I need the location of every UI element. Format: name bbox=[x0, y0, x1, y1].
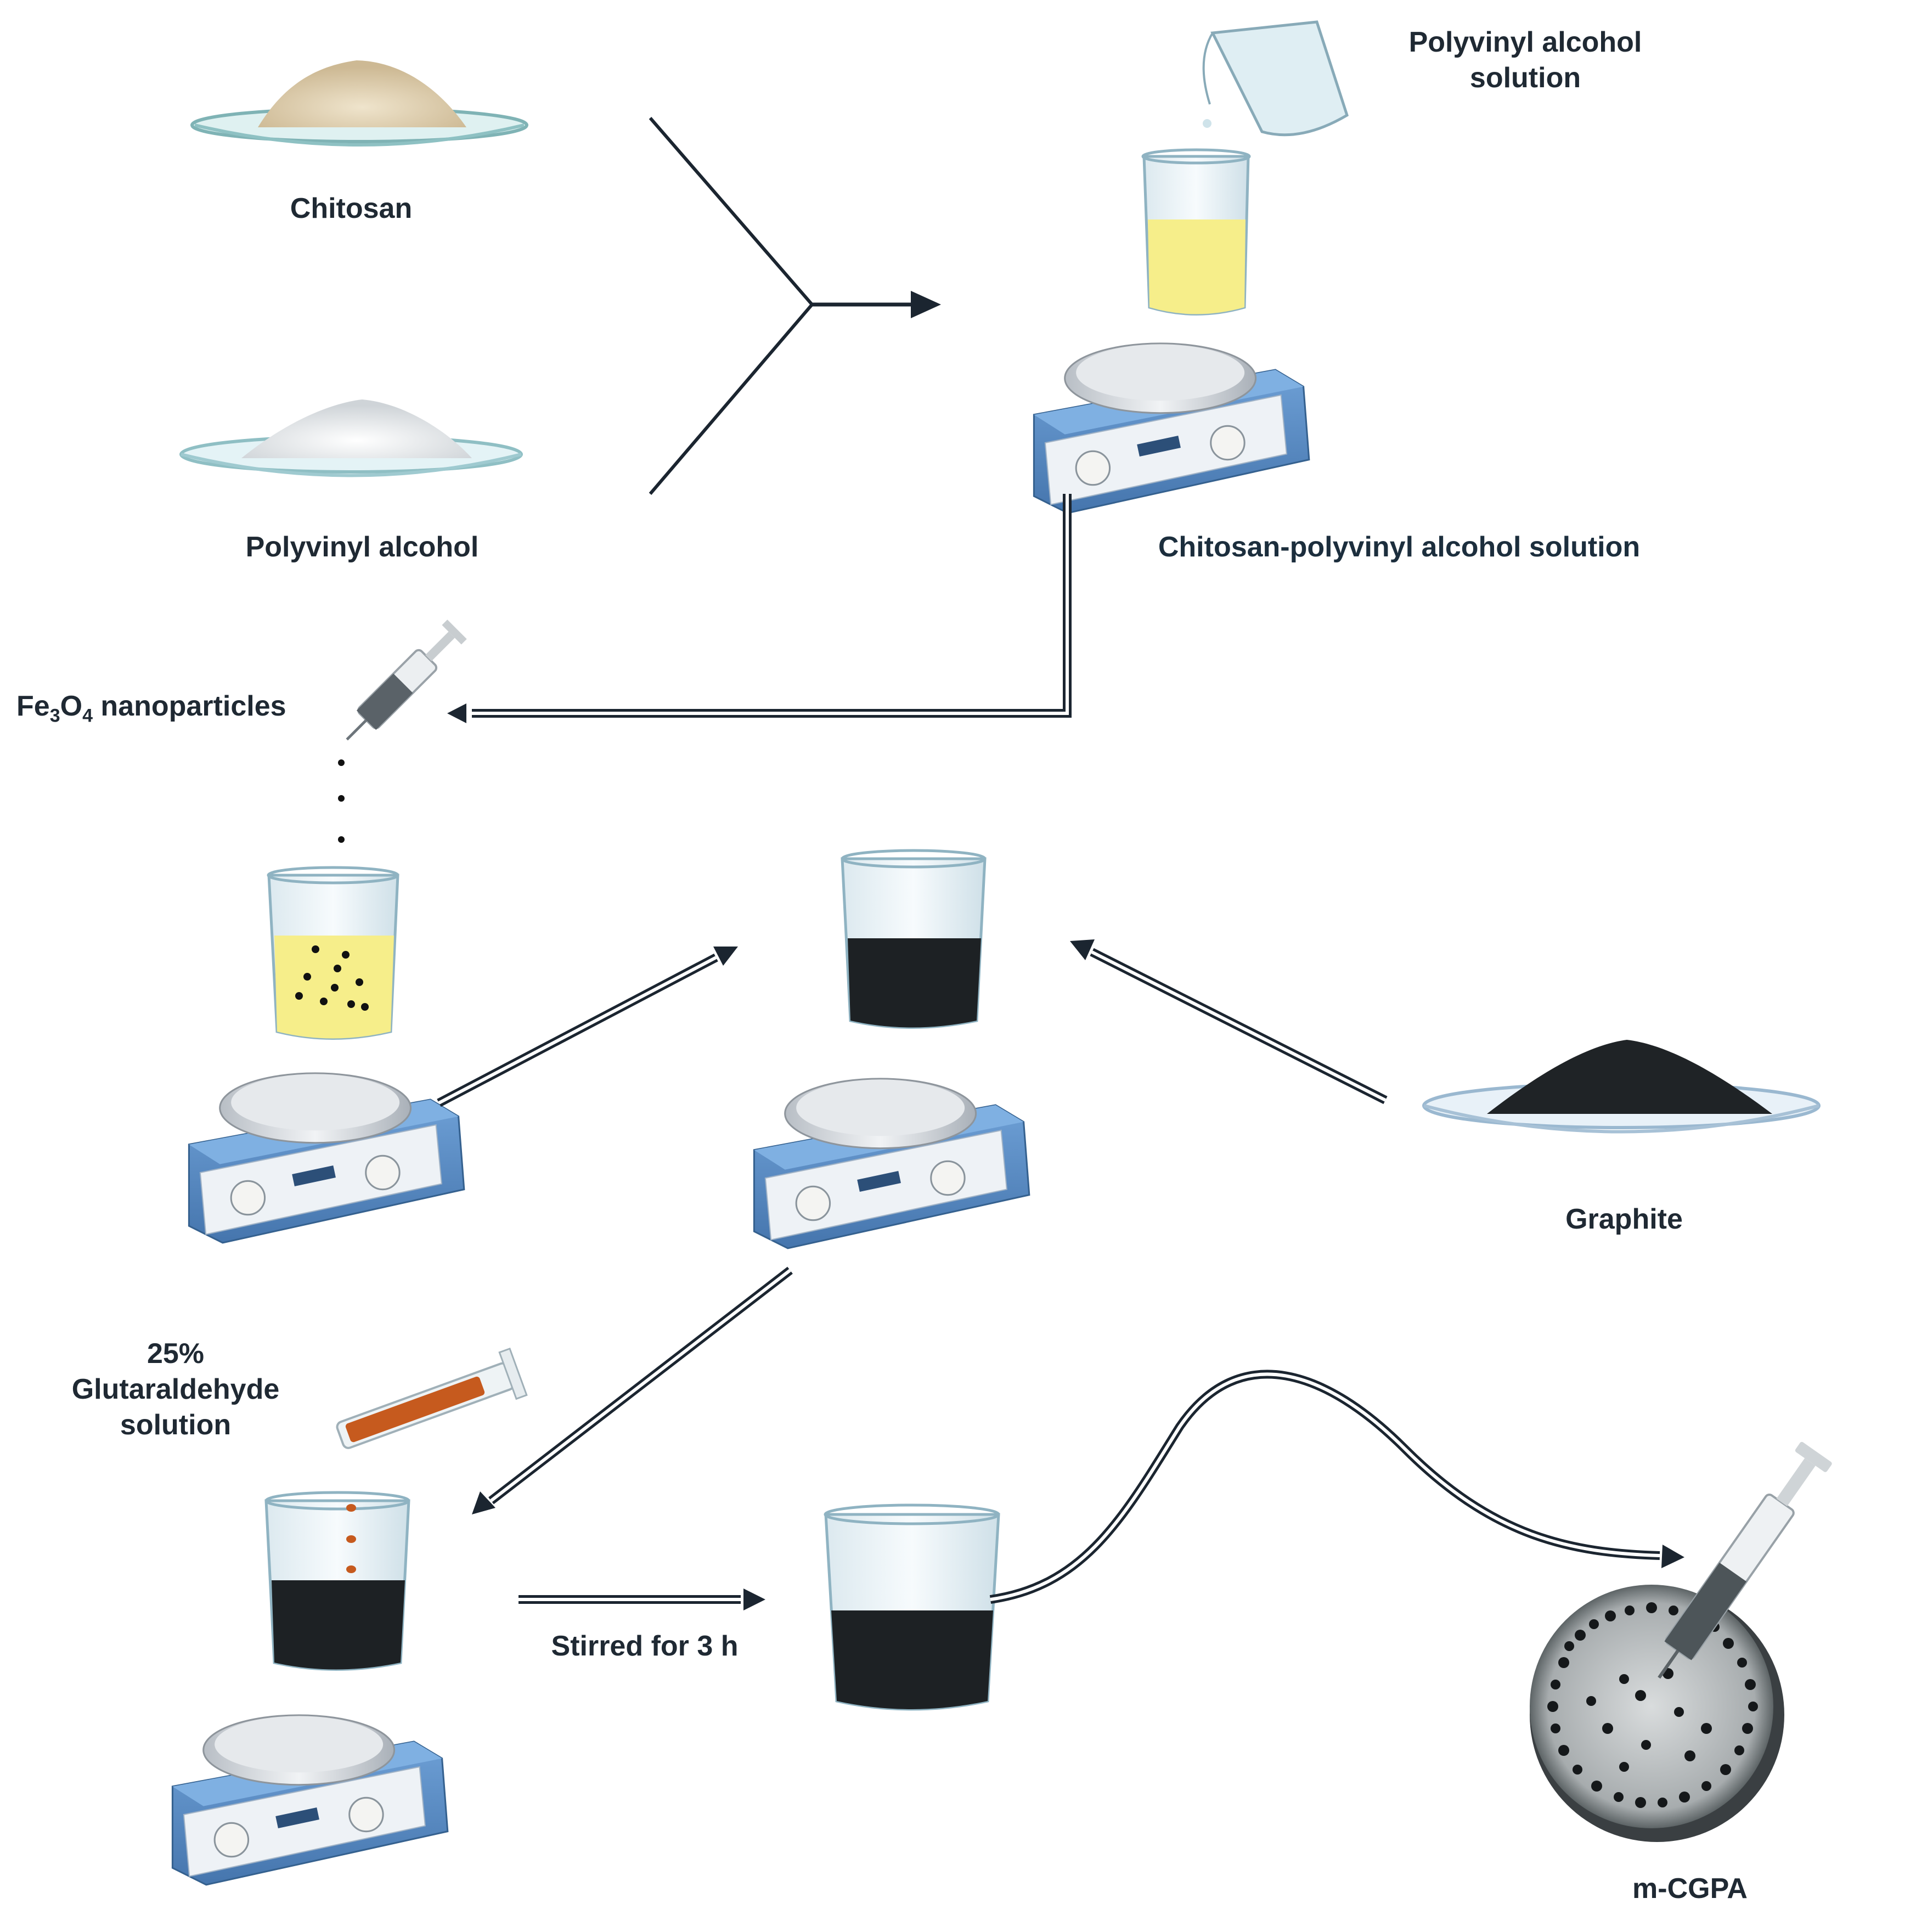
connector-arrow-5 bbox=[519, 1589, 765, 1610]
connector-arrow-2 bbox=[437, 947, 738, 1107]
glut-line1: 25% bbox=[146, 1338, 205, 1370]
graduated-cylinder-icon bbox=[336, 1347, 528, 1449]
stirrer-icon bbox=[171, 1714, 449, 1886]
fe3o4-sub2: 4 bbox=[82, 705, 93, 726]
pouring-beaker-icon bbox=[1202, 20, 1349, 137]
stirred-label: Stirred for 3 h bbox=[551, 1630, 739, 1662]
connector-arrow-1 bbox=[447, 494, 1072, 723]
stirrer-icon bbox=[753, 1078, 1030, 1249]
fe3o4-mid: O bbox=[60, 690, 83, 722]
beaker-icon bbox=[824, 1503, 1000, 1711]
cs-pva-solution-label: Chitosan-polyvinyl alcohol solution bbox=[1158, 531, 1641, 563]
glut-line3: solution bbox=[120, 1409, 232, 1441]
glut-line2: Glutaraldehyde bbox=[71, 1373, 280, 1405]
graphite-dish-icon bbox=[1422, 1040, 1821, 1134]
syringe-icon bbox=[346, 619, 467, 741]
pva-solution-label: Polyvinyl alcohol solution bbox=[1328, 25, 1723, 96]
petri-dish-icon bbox=[1530, 1585, 1784, 1842]
pva-dish-icon bbox=[179, 399, 523, 477]
pva-label: Polyvinyl alcohol bbox=[245, 531, 479, 563]
fe3o4-suffix: nanoparticles bbox=[92, 690, 286, 722]
stirrer-icon bbox=[188, 1072, 465, 1244]
beaker-icon bbox=[264, 1491, 410, 1671]
connector-arrow-3 bbox=[1070, 939, 1388, 1105]
fe3o4-sub1: 3 bbox=[49, 705, 60, 726]
connector-arrow-4 bbox=[472, 1266, 793, 1514]
chitosan-dish-icon bbox=[190, 60, 528, 147]
merge-arrow bbox=[649, 117, 941, 495]
pva-solution-line2: solution bbox=[1469, 62, 1581, 94]
stirrer-icon bbox=[1033, 342, 1310, 514]
syringe-icon bbox=[1658, 1441, 1832, 1679]
graphite-label: Graphite bbox=[1565, 1203, 1683, 1235]
chitosan-label: Chitosan bbox=[290, 193, 413, 224]
connector-arrow-6 bbox=[989, 1370, 1684, 1604]
beaker-icon bbox=[267, 866, 399, 1040]
pva-solution-line1: Polyvinyl alcohol bbox=[1408, 26, 1642, 58]
fe3o4-label: Fe3O4 nanoparticles bbox=[16, 689, 335, 728]
product-label: m-CGPA bbox=[1632, 1873, 1748, 1905]
beaker-icon bbox=[841, 849, 987, 1029]
fe3o4-prefix: Fe bbox=[16, 690, 50, 722]
beaker-icon bbox=[1141, 148, 1251, 316]
glutaraldehyde-label: 25% Glutaraldehyde solution bbox=[38, 1336, 313, 1443]
